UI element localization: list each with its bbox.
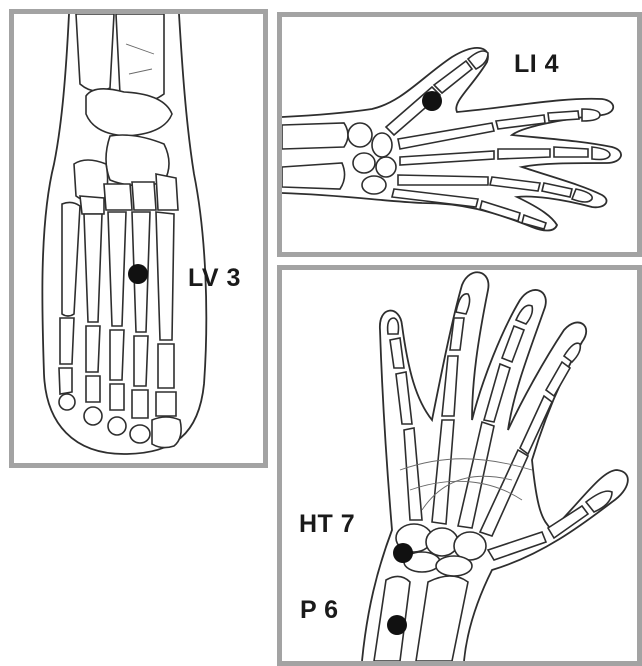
- ht7-point-marker: [393, 543, 413, 563]
- ht7-label: HT 7: [299, 510, 355, 539]
- li4-label: LI 4: [514, 50, 559, 79]
- p6-label: P 6: [300, 596, 339, 625]
- hand-dorsal-diagram-panel: [277, 12, 642, 257]
- foot-skeleton-illustration: [14, 14, 263, 463]
- li4-point-marker: [422, 91, 442, 111]
- p6-point-marker: [387, 615, 407, 635]
- lv3-label: LV 3: [188, 264, 241, 293]
- lv3-point-marker: [128, 264, 148, 284]
- hand-skeleton-illustration-horizontal: [282, 17, 637, 252]
- foot-diagram-panel: [9, 9, 268, 468]
